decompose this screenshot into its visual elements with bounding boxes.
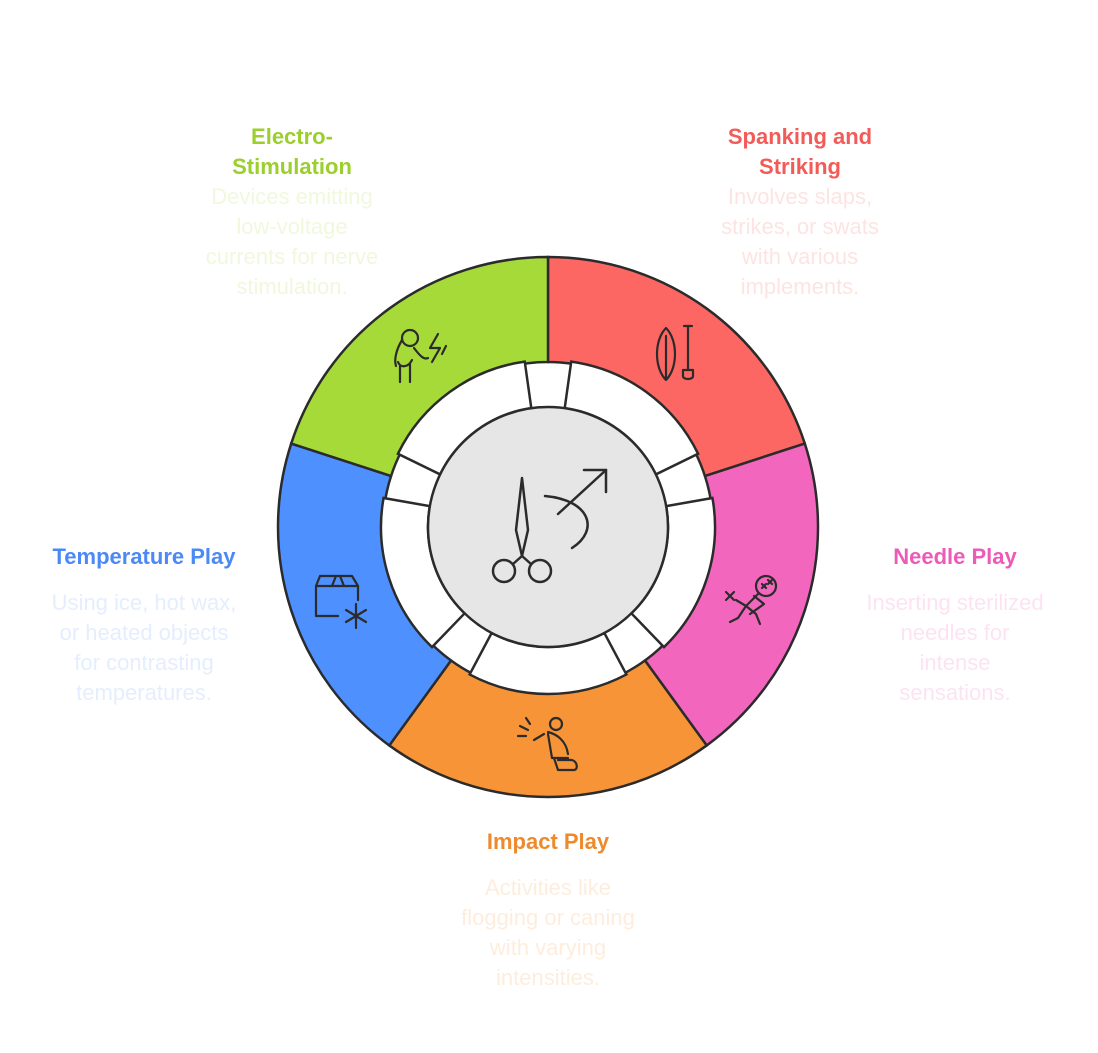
title-line: Stimulation [232, 154, 352, 179]
title-line: Striking [759, 154, 841, 179]
desc-line: strikes, or swats [721, 214, 879, 239]
title-temperature: Temperature Play [36, 542, 252, 572]
title-line: Electro- [251, 124, 333, 149]
title-line: Temperature Play [52, 544, 236, 569]
desc-line: Inserting sterilized [866, 590, 1044, 615]
cold-box-icon [314, 574, 368, 630]
desc-line: needles for [900, 620, 1010, 645]
title-line: Needle Play [893, 544, 1017, 569]
desc-line: temperatures. [76, 680, 212, 705]
desc-line: or heated objects [59, 620, 229, 645]
desc-line: Using ice, hot wax, [51, 590, 237, 615]
desc-line: stimulation. [236, 274, 348, 299]
title-needle: Needle Play [845, 542, 1065, 572]
desc-line: flogging or caning [461, 905, 635, 930]
title-line: Impact Play [486, 829, 610, 854]
desc-line: intensities. [496, 965, 600, 990]
voodoo-doll-icon [724, 574, 778, 626]
desc-line: low-voltage [236, 214, 348, 239]
desc-line: Devices emitting [211, 184, 373, 209]
desc-electro: Devices emitting low-voltage currents for … [186, 182, 398, 302]
desc-line: for contrasting [74, 650, 214, 675]
title-electro: Electro- Stimulation [186, 122, 398, 182]
person-electric-icon [394, 328, 448, 384]
hammer-person-icon [516, 716, 578, 772]
desc-spanking: Involves slaps, strikes, or swats with var… [700, 182, 900, 302]
paddle-icon [655, 324, 695, 382]
desc-line: implements. [740, 274, 860, 299]
desc-line: with various [741, 244, 859, 269]
scissors-male-symbol-icon [491, 468, 608, 584]
desc-line: Activities like [485, 875, 611, 900]
center-circle [426, 405, 670, 649]
desc-line: sensations. [899, 680, 1011, 705]
desc-line: Involves slaps, [727, 184, 873, 209]
desc-line: currents for nerve [205, 244, 379, 269]
title-impact: Impact Play [440, 827, 656, 857]
desc-impact: Activities like flogging or caning with va… [440, 873, 656, 993]
desc-needle: Inserting sterilized needles for intense se… [845, 588, 1065, 708]
desc-line: intense [919, 650, 991, 675]
desc-temperature: Using ice, hot wax, or heated objects for … [36, 588, 252, 708]
title-line: Spanking and [727, 124, 873, 149]
desc-line: with varying [489, 935, 607, 960]
